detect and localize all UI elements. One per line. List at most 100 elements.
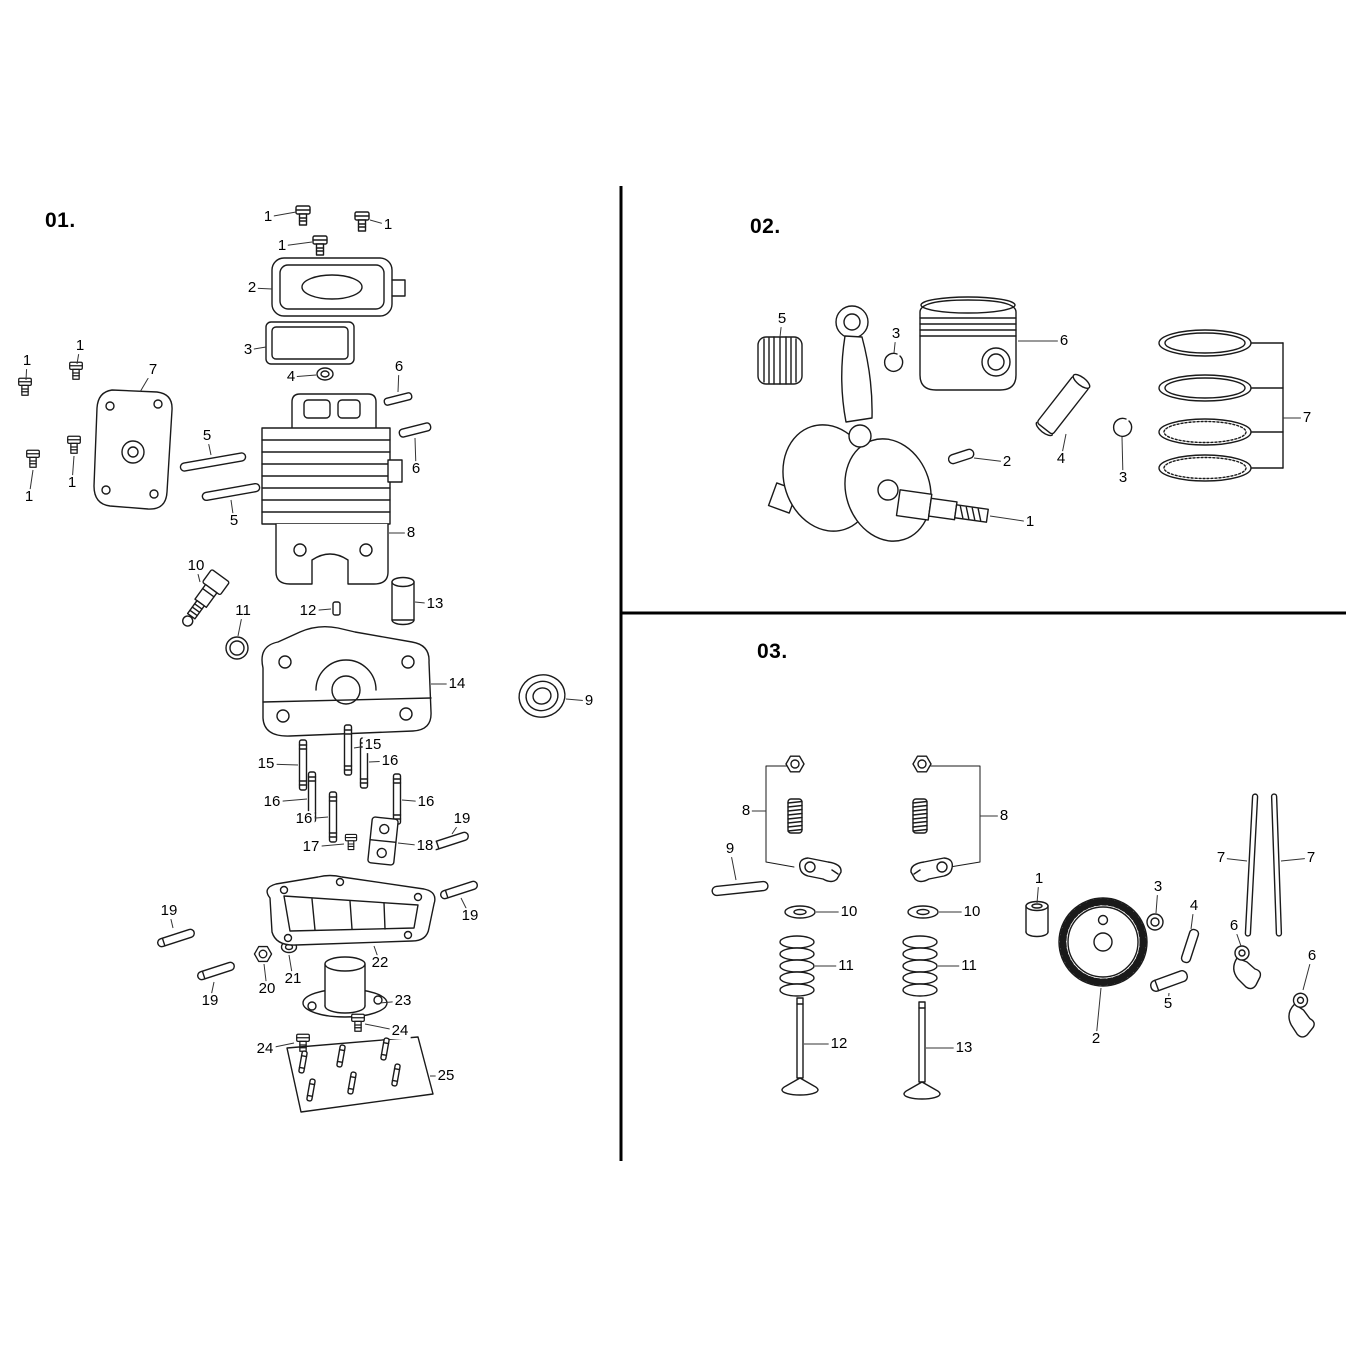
callout-10: 10: [838, 903, 860, 921]
callout-9: 9: [582, 692, 596, 710]
part-cam-gear: [1058, 897, 1148, 987]
part-cover-gasket: [265, 321, 355, 365]
part-o-ring: [225, 636, 249, 660]
part-grommet: [316, 367, 334, 381]
callout-1: 1: [73, 337, 87, 355]
callout-1: 1: [1023, 513, 1037, 531]
callout-15: 15: [255, 755, 277, 773]
callout-16: 16: [415, 793, 437, 811]
callout-2: 2: [1000, 453, 1014, 471]
callout-19: 19: [451, 810, 473, 828]
part-dowel-13: [391, 576, 415, 626]
callout-1: 1: [1032, 870, 1046, 888]
callout-3: 3: [1116, 469, 1130, 487]
callout-19: 19: [158, 902, 180, 920]
section-label-03: 03.: [757, 640, 788, 663]
callout-19: 19: [459, 907, 481, 925]
callout-3: 3: [889, 325, 903, 343]
callout-1: 1: [261, 208, 275, 226]
callout-7: 7: [146, 361, 160, 379]
part-oil-pan: [266, 874, 436, 946]
callout-25: 25: [435, 1067, 457, 1085]
part-rocker-nuts: [785, 755, 932, 773]
part-valve-intake: [781, 997, 819, 1096]
callout-16: 16: [261, 793, 283, 811]
part-key-12: [332, 601, 341, 616]
callout-11: 11: [233, 602, 253, 620]
callout-24: 24: [389, 1022, 411, 1040]
section-label-02: 02.: [750, 215, 781, 238]
part-side-cover: [93, 389, 173, 510]
callout-14: 14: [446, 675, 468, 693]
part-spring-retainers: [784, 905, 939, 919]
callout-2: 2: [245, 279, 259, 297]
callout-10: 10: [185, 557, 207, 575]
callout-7: 7: [1300, 409, 1314, 427]
callout-5: 5: [775, 310, 789, 328]
callout-9: 9: [723, 840, 737, 858]
part-decomp-valve: [182, 569, 230, 627]
part-piston-rings: [1158, 329, 1284, 482]
part-breather-tube: [302, 956, 388, 1018]
callout-6: 6: [409, 460, 423, 478]
callout-18: 18: [414, 837, 436, 855]
part-rocker-arms: [798, 857, 954, 883]
callout-13: 13: [424, 595, 446, 613]
callout-5: 5: [227, 512, 241, 530]
part-cam-washer: [1146, 913, 1164, 931]
callout-7: 7: [1304, 849, 1318, 867]
callout-1: 1: [65, 474, 79, 492]
part-shroud-plate: [286, 1036, 434, 1113]
part-adjuster-springs: [787, 798, 928, 834]
part-circlips: [883, 352, 1133, 438]
callout-24: 24: [254, 1040, 276, 1058]
part-cam-pin-5: [1149, 970, 1189, 992]
part-cover-bolts: [18, 361, 83, 468]
part-valve-cover: [271, 257, 406, 317]
part-nut-20: [253, 945, 273, 963]
callout-21: 21: [282, 970, 304, 988]
part-bolt-17: [344, 833, 358, 851]
part-oil-seal: [518, 674, 566, 718]
part-valve-springs: [779, 935, 938, 997]
part-crankshaft: [767, 305, 989, 542]
part-crankcase-upper: [261, 625, 432, 737]
part-rocker-pin: [711, 880, 769, 897]
callout-8: 8: [739, 802, 753, 820]
part-cam-bushing: [1025, 900, 1049, 938]
callout-5: 5: [200, 427, 214, 445]
callout-15: 15: [362, 736, 384, 754]
callout-6: 6: [392, 358, 406, 376]
callout-3: 3: [1151, 878, 1165, 896]
part-needle-bearing: [757, 336, 803, 385]
part-head-bolts: [295, 205, 370, 256]
callout-8: 8: [997, 807, 1011, 825]
callout-1: 1: [20, 352, 34, 370]
callout-6: 6: [1227, 917, 1241, 935]
callout-3: 3: [241, 341, 255, 359]
callout-6: 6: [1057, 332, 1071, 350]
section-label-01: 01.: [45, 209, 76, 232]
part-guide-plate: [367, 816, 399, 866]
part-push-rods: [1244, 793, 1283, 937]
part-valve-exhaust: [903, 1001, 941, 1100]
callout-4: 4: [1054, 450, 1068, 468]
callout-19: 19: [199, 992, 221, 1010]
part-pins-5: [179, 452, 261, 502]
callout-2: 2: [1089, 1030, 1103, 1048]
callout-4: 4: [284, 368, 298, 386]
callout-1: 1: [381, 216, 395, 234]
callout-13: 13: [953, 1039, 975, 1057]
part-cylinder: [261, 393, 403, 585]
callout-16: 16: [293, 810, 315, 828]
part-piston-pin: [1035, 373, 1091, 437]
callout-4: 4: [1187, 897, 1201, 915]
callout-22: 22: [369, 954, 391, 972]
callout-11: 11: [836, 957, 856, 975]
callout-1: 1: [22, 488, 36, 506]
callout-8: 8: [404, 524, 418, 542]
part-cam-followers: [1233, 945, 1315, 1038]
callout-23: 23: [392, 992, 414, 1010]
